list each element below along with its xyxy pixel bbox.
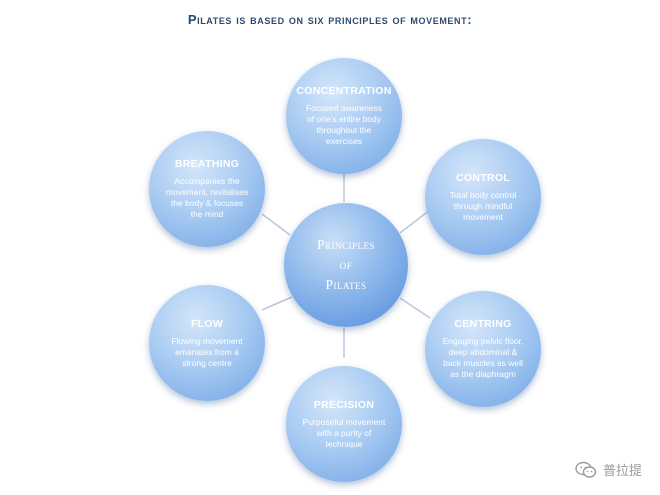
node-precision-label: PRECISION (313, 398, 375, 411)
node-concentration: CONCENTRATION Focused awareness of one’s… (286, 58, 402, 174)
node-flow-desc: Flowing movement emanates from a strong … (171, 335, 243, 368)
center-node: Principles of Pilates (284, 203, 408, 327)
watermark: 普拉提 (575, 460, 642, 479)
node-concentration-label: CONCENTRATION (296, 85, 392, 97)
node-flow-label: FLOW (190, 317, 224, 330)
wechat-icon (575, 461, 597, 478)
node-centring-desc: Engaging pelvic floor, deep abdominal & … (442, 336, 524, 379)
node-control: CONTROL Total body control through mindf… (425, 139, 541, 255)
center-line-2: of (339, 257, 353, 272)
node-centring: CENTRING Engaging pelvic floor, deep abd… (425, 291, 541, 407)
node-precision: PRECISION Purposeful movement with a pur… (286, 366, 402, 482)
connector-flow (261, 296, 293, 311)
node-concentration-desc: Focused awareness of one’s entire body t… (305, 103, 383, 146)
diagram-title: Pilates is based on six principles of mo… (187, 12, 473, 27)
watermark-text: 普拉提 (602, 463, 642, 478)
node-centring-label: CENTRING (454, 318, 512, 330)
connector-centring (399, 297, 431, 319)
center-line-3: Pilates (325, 277, 367, 292)
node-control-label: CONTROL (455, 171, 510, 184)
node-breathing-label: BREATHING (174, 158, 240, 170)
node-control-desc: Total body control through mindful movem… (449, 189, 517, 222)
node-breathing: BREATHING Accompanies the movement, revi… (149, 131, 265, 247)
connector-control (399, 209, 431, 234)
center-line-1: Principles (316, 237, 375, 252)
node-breathing-desc: Accompanies the movement, revitalises th… (165, 176, 249, 219)
node-precision-desc: Purposeful movement with a purity of tec… (302, 416, 386, 449)
node-flow: FLOW Flowing movement emanates from a st… (149, 285, 265, 401)
connector-breathing (261, 213, 291, 236)
